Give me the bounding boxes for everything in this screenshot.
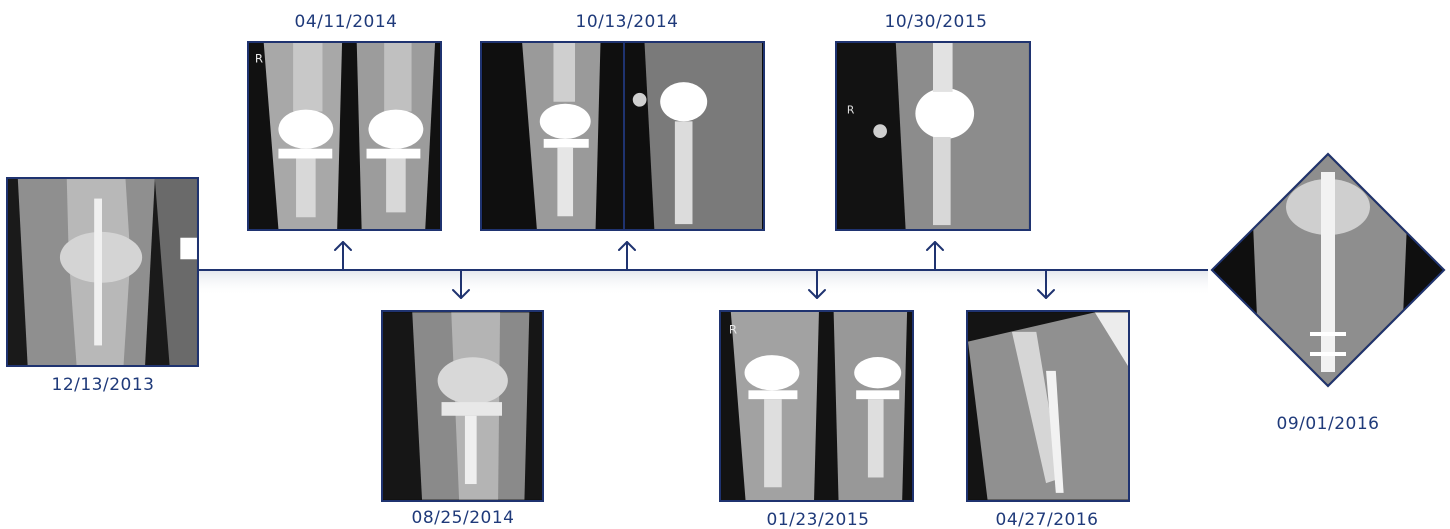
timeline-shadow <box>196 270 1208 296</box>
xray-10-13-2014 <box>480 41 765 231</box>
xray-01-23-2015: R <box>719 310 914 502</box>
xray-image <box>8 179 197 365</box>
date-label: 04/11/2014 <box>295 12 398 32</box>
xray-image <box>968 312 1128 500</box>
xray-image: R <box>249 43 440 229</box>
xray-image: R <box>837 43 1029 229</box>
arrow-up-icon <box>927 242 943 270</box>
xray-04-27-2016 <box>966 310 1130 502</box>
xray-image <box>383 312 542 500</box>
date-label: 08/25/2014 <box>412 508 515 528</box>
date-label: 09/01/2016 <box>1277 414 1380 434</box>
xray-04-11-2014: R <box>247 41 442 231</box>
xray-08-25-2014 <box>381 310 544 502</box>
date-label: 10/30/2015 <box>885 12 988 32</box>
xray-12-13-2013 <box>6 177 199 367</box>
radiograph-marker: R <box>729 323 737 337</box>
arrow-up-icon <box>335 242 351 270</box>
radiograph-marker: R <box>847 103 855 116</box>
xray-image: R <box>721 312 912 500</box>
xray-10-30-2015: R <box>835 41 1031 231</box>
date-label: 01/23/2015 <box>767 510 870 529</box>
panel-divider <box>623 43 625 229</box>
arrow-up-icon <box>619 242 635 270</box>
date-label: 12/13/2013 <box>52 375 155 395</box>
radiograph-marker: R <box>255 52 263 66</box>
date-label: 04/27/2016 <box>996 510 1099 529</box>
date-label: 10/13/2014 <box>576 12 679 32</box>
